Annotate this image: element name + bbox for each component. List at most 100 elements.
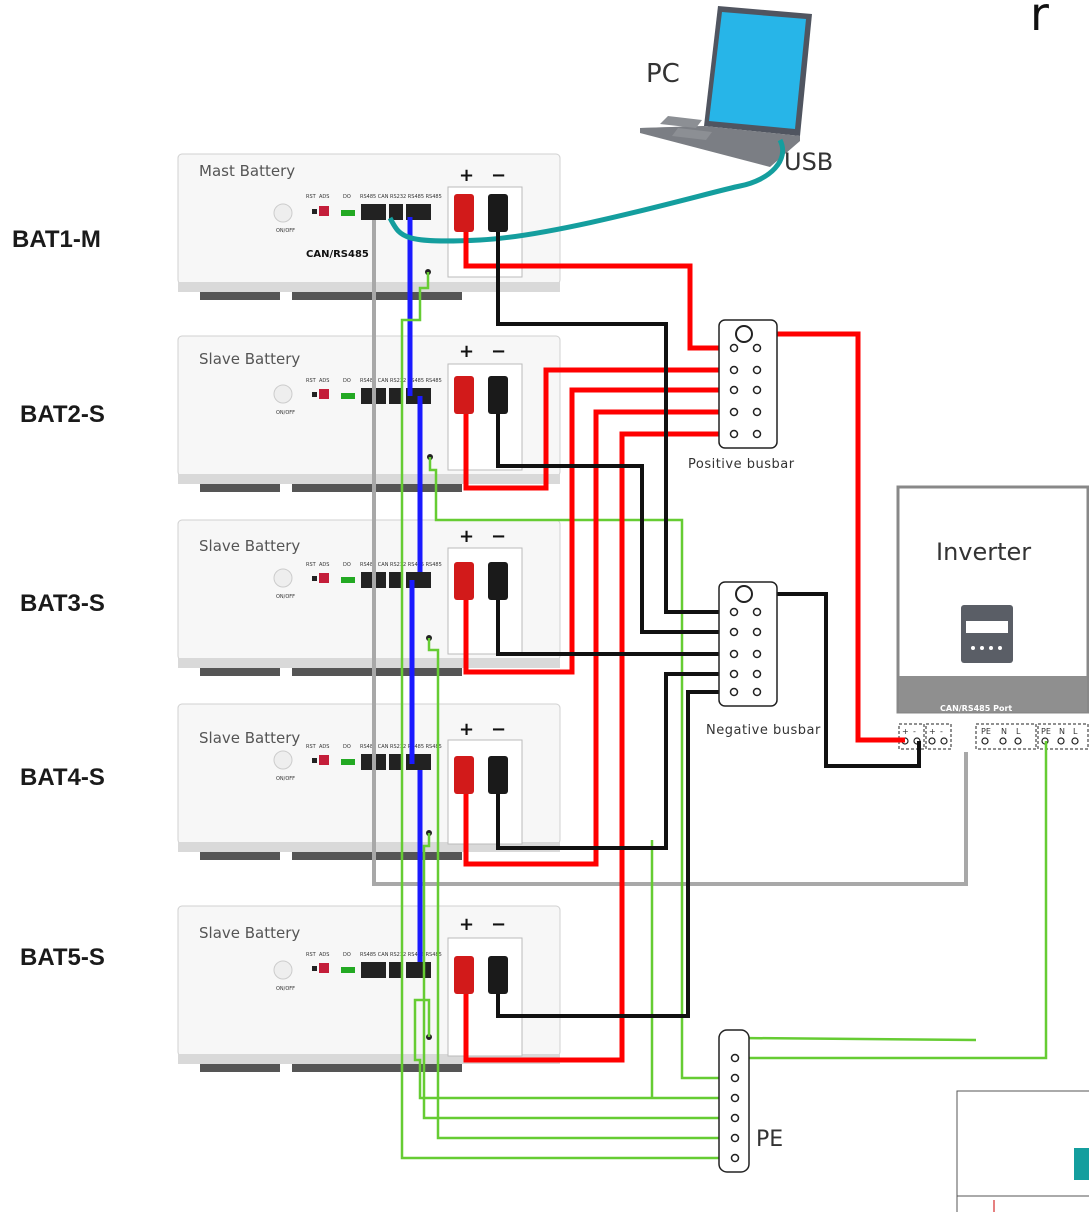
negative-busbar-label: Negative busbar — [706, 723, 821, 738]
negative-terminal[interactable] — [488, 194, 508, 232]
svg-text:ADS: ADS — [319, 744, 329, 750]
positive-wire — [463, 232, 905, 1063]
svg-text:−: − — [491, 914, 506, 935]
svg-text:DO: DO — [343, 744, 351, 750]
svg-text:−: − — [491, 526, 506, 547]
negative-terminal[interactable] — [488, 956, 508, 994]
can-port[interactable] — [389, 754, 403, 770]
svg-text:−: − — [491, 341, 506, 362]
svg-text:DO: DO — [343, 194, 351, 200]
ground-wire — [400, 272, 1048, 1160]
svg-text:RST: RST — [306, 952, 317, 958]
svg-text:+: + — [929, 727, 936, 736]
pe-busbar — [718, 1029, 750, 1173]
can-port[interactable] — [389, 572, 403, 588]
inverter-unit: Inverter CAN/RS485 Port — [896, 485, 1089, 714]
battery-id-label: BAT5-S — [20, 944, 105, 971]
power-button[interactable] — [273, 203, 293, 223]
rs485-port[interactable] — [406, 204, 431, 220]
svg-text:−: − — [491, 165, 506, 186]
svg-text:DO: DO — [343, 378, 351, 384]
can-port[interactable] — [389, 204, 403, 220]
pc-label: PC — [646, 59, 680, 89]
svg-text:N: N — [1001, 727, 1007, 736]
battery-title: Slave Battery — [199, 350, 300, 368]
positive-busbar-label: Positive busbar — [688, 457, 795, 472]
positive-terminal[interactable] — [454, 562, 474, 600]
negative-terminal[interactable] — [488, 562, 508, 600]
svg-text:DO: DO — [343, 952, 351, 958]
positive-terminal[interactable] — [454, 756, 474, 794]
header-partial-title: r — [1030, 0, 1049, 41]
svg-text:-: - — [940, 727, 943, 736]
battery-id-label: BAT3-S — [20, 590, 105, 617]
battery-title: Mast Battery — [199, 162, 295, 180]
svg-text:ON/OFF: ON/OFF — [276, 986, 295, 992]
inverter-terminal-block — [898, 723, 1089, 750]
svg-text:+: + — [459, 914, 474, 935]
svg-text:ADS: ADS — [319, 952, 329, 958]
laptop-icon — [640, 6, 812, 167]
battery-id-label: BAT4-S — [20, 764, 105, 791]
power-button[interactable] — [273, 750, 293, 770]
rs485-port[interactable] — [361, 962, 386, 978]
power-button[interactable] — [273, 568, 293, 588]
svg-text:DO: DO — [343, 562, 351, 568]
battery-id-label: BAT2-S — [20, 401, 105, 428]
positive-terminal[interactable] — [454, 194, 474, 232]
power-button[interactable] — [273, 960, 293, 980]
svg-text:+: + — [459, 719, 474, 740]
svg-text:ADS: ADS — [319, 378, 329, 384]
partial-device — [956, 1090, 1089, 1217]
battery-unit-4: Slave Battery ON/OFF RST ADS DO RS485 CA… — [177, 703, 561, 860]
svg-text:−: − — [491, 719, 506, 740]
pe-busbar-label: PE — [756, 1127, 783, 1152]
comm-wire — [407, 217, 423, 962]
battery-unit-5: Slave Battery ON/OFF RST ADS DO RS485 CA… — [177, 905, 561, 1072]
can-port[interactable] — [389, 388, 403, 404]
svg-text:+: + — [459, 165, 474, 186]
svg-text:N: N — [1059, 727, 1065, 736]
svg-text:+: + — [902, 727, 909, 736]
battery-id-label: BAT1-M — [12, 226, 101, 253]
svg-text:ON/OFF: ON/OFF — [276, 594, 295, 600]
can-port[interactable] — [389, 962, 403, 978]
svg-text:RS485 CAN RS232 RS485 RS485: RS485 CAN RS232 RS485 RS485 — [360, 194, 442, 200]
rs485-port[interactable] — [361, 204, 386, 220]
negative-busbar — [718, 581, 778, 707]
svg-text:-: - — [913, 727, 916, 736]
inverter-port-label: CAN/RS485 Port — [940, 704, 1012, 713]
svg-text:RST: RST — [306, 744, 317, 750]
battery-title: Slave Battery — [199, 729, 300, 747]
negative-terminal[interactable] — [488, 376, 508, 414]
inverter-display — [961, 605, 1013, 663]
svg-text:PE: PE — [981, 727, 991, 736]
svg-text:PE: PE — [1041, 727, 1051, 736]
battery-title: Slave Battery — [199, 924, 300, 942]
inverter-title: Inverter — [936, 538, 1031, 566]
svg-text:ADS: ADS — [319, 562, 329, 568]
positive-busbar — [718, 319, 778, 449]
svg-text:RST: RST — [306, 562, 317, 568]
can-rs485-label: CAN/RS485 — [306, 249, 369, 260]
battery-unit-1: Mast Battery ON/OFF RST ADS DO RS485 CAN… — [177, 153, 561, 300]
svg-text:ON/OFF: ON/OFF — [276, 228, 295, 234]
svg-text:RST: RST — [306, 378, 317, 384]
usb-label: USB — [784, 148, 833, 176]
svg-text:L: L — [1016, 727, 1021, 736]
svg-text:+: + — [459, 526, 474, 547]
positive-terminal[interactable] — [454, 956, 474, 994]
svg-text:RST: RST — [306, 194, 317, 200]
svg-text:ON/OFF: ON/OFF — [276, 776, 295, 782]
usb-cable — [387, 138, 786, 244]
battery-unit-2: Slave Battery ON/OFF RST ADS DO RS485 CA… — [177, 335, 561, 492]
positive-terminal[interactable] — [454, 376, 474, 414]
negative-terminal[interactable] — [488, 756, 508, 794]
svg-text:+: + — [459, 341, 474, 362]
rs485-port[interactable] — [406, 962, 431, 978]
svg-text:ADS: ADS — [319, 194, 329, 200]
power-button[interactable] — [273, 384, 293, 404]
svg-text:ON/OFF: ON/OFF — [276, 410, 295, 416]
